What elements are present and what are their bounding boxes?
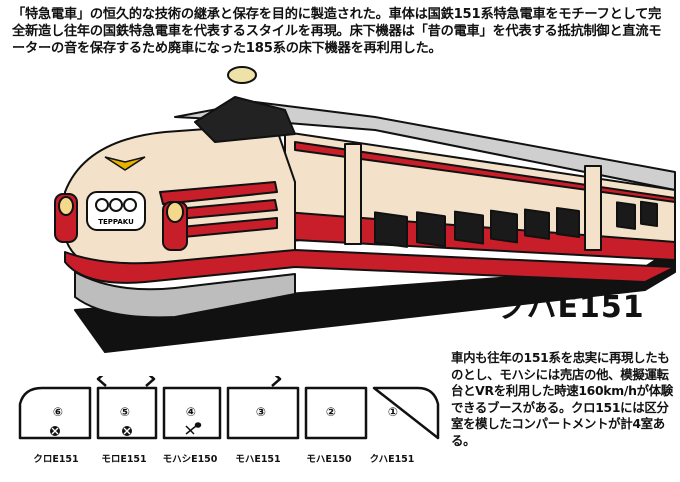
- train-illustration: TEPPAKU: [54, 66, 676, 353]
- car-number-6: ⑥: [52, 405, 64, 419]
- car-number-5: ⑤: [119, 405, 131, 419]
- car-label-1: クハE151: [369, 454, 415, 465]
- car-outline-5: [96, 386, 158, 440]
- car-outline-1: [372, 386, 440, 440]
- car-label-6: クロE151: [33, 454, 79, 465]
- car-outline-3: [226, 386, 300, 440]
- circle-x-icon: [122, 426, 132, 436]
- car-number-1: ①: [387, 405, 399, 419]
- intro-text: 「特急電車」の恒久的な技術の継承と保存を目的に製造された。車体は国鉄151系特急…: [12, 7, 662, 56]
- consist-diagram: [18, 376, 440, 440]
- fork-spoon-icon: [185, 422, 202, 435]
- chevron-emblem: [104, 156, 146, 171]
- car-number-2: ②: [325, 405, 337, 419]
- car-number-4: ④: [185, 405, 197, 419]
- car-outline-4: [162, 386, 222, 440]
- front-emblem: TEPPAKU: [95, 198, 137, 226]
- circle-x-icon: [50, 426, 60, 436]
- car-label-5: モロE151: [101, 454, 147, 465]
- car-number-3: ③: [255, 405, 267, 419]
- car-label-3: モハE151: [235, 454, 281, 465]
- description-text: 車内も往年の151系を忠実に再現したものとし、モハシには売店の他、模擬運転台とV…: [451, 350, 673, 448]
- train-name-caption: クハE151: [497, 290, 645, 325]
- car-label-2: モハE150: [306, 454, 352, 465]
- car-outline-6: [18, 386, 92, 440]
- emblem-text: TEPPAKU: [98, 218, 134, 226]
- car-label-4: モハシE150: [162, 454, 218, 465]
- train-body: [54, 66, 676, 353]
- car-outline-2: [304, 386, 368, 440]
